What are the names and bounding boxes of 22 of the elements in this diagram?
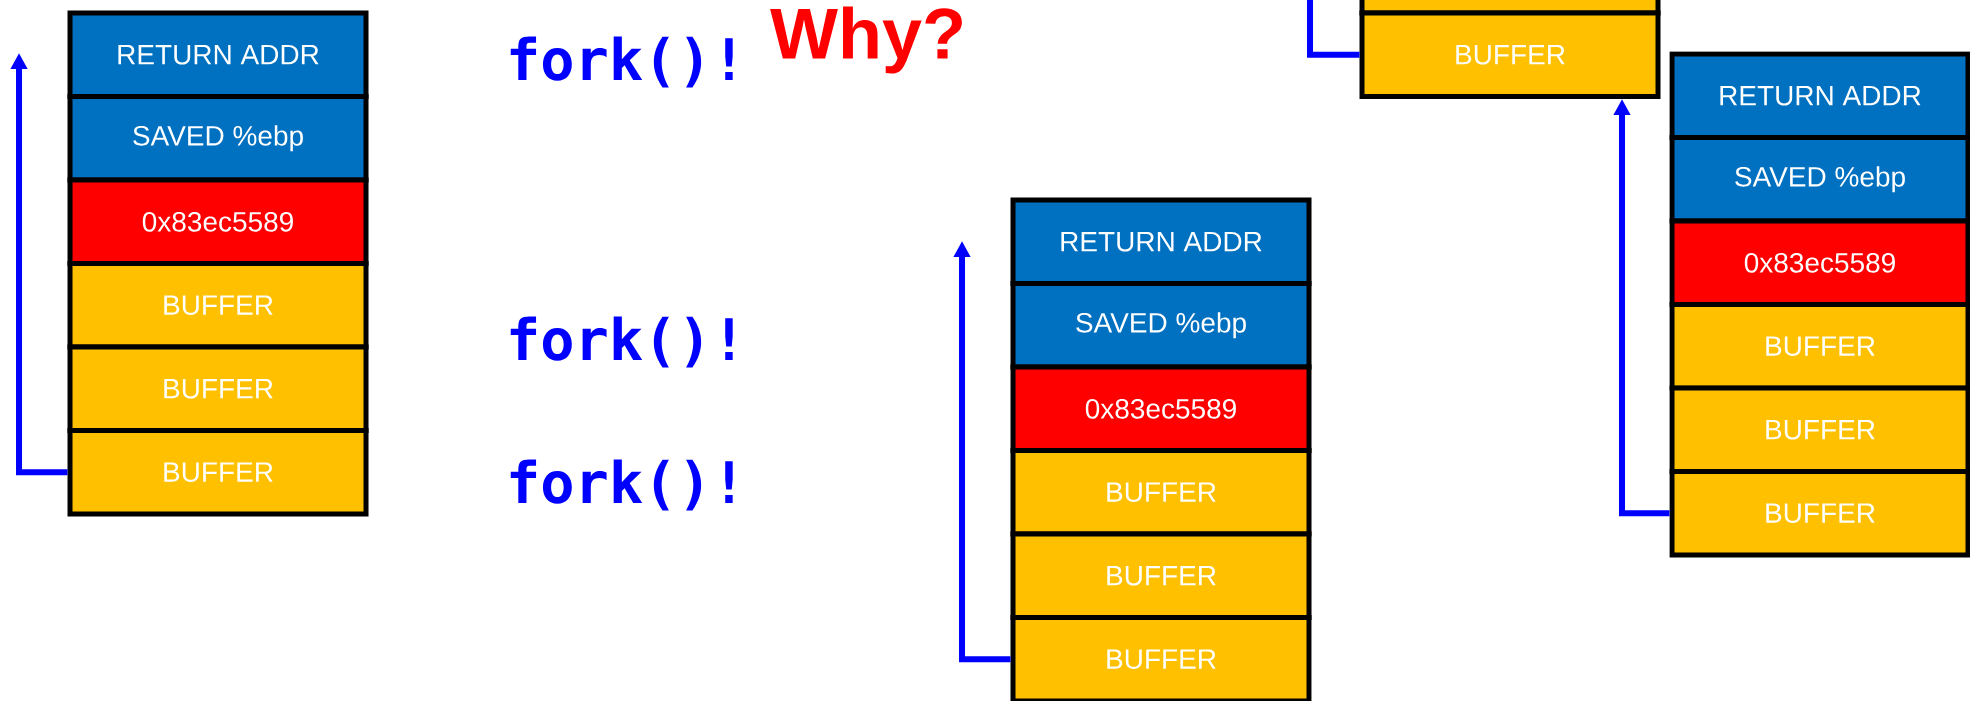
stack-cell: BUFFER: [1669, 301, 1970, 391]
stack-cell: SAVED %ebp: [1669, 134, 1970, 224]
stack-cell: 0x83ec5589: [1669, 218, 1970, 308]
stack-cell: RETURN ADDR: [1669, 51, 1970, 141]
stack-cell: BUFFER: [1010, 531, 1312, 621]
code-text: fork()!: [510, 36, 733, 88]
stack-cell: 0x83ec5589: [1010, 364, 1312, 454]
stack-cell: BUFFER: [1669, 468, 1970, 558]
stack-cell: RETURN ADDR: [67, 10, 369, 100]
stack-cell: BUFFER: [1010, 614, 1312, 701]
code-text: fork()!: [510, 316, 733, 368]
stack-cell: SAVED %ebp: [1010, 280, 1312, 370]
stack-cell: SAVED %ebp: [67, 93, 369, 183]
question-text: Why?: [770, 6, 962, 74]
stack-cell: BUFFER: [67, 260, 369, 350]
code-text: fork()!: [510, 459, 733, 511]
stack-cell: BUFFER: [1669, 385, 1970, 475]
stack-cell: 0x83ec5589: [67, 177, 369, 267]
stack-cell: BUFFER: [1010, 447, 1312, 537]
stack-cell: BUFFER: [67, 427, 369, 517]
stack-cell: BUFFER: [67, 344, 369, 434]
stack-cell: RETURN ADDR: [1010, 197, 1312, 287]
